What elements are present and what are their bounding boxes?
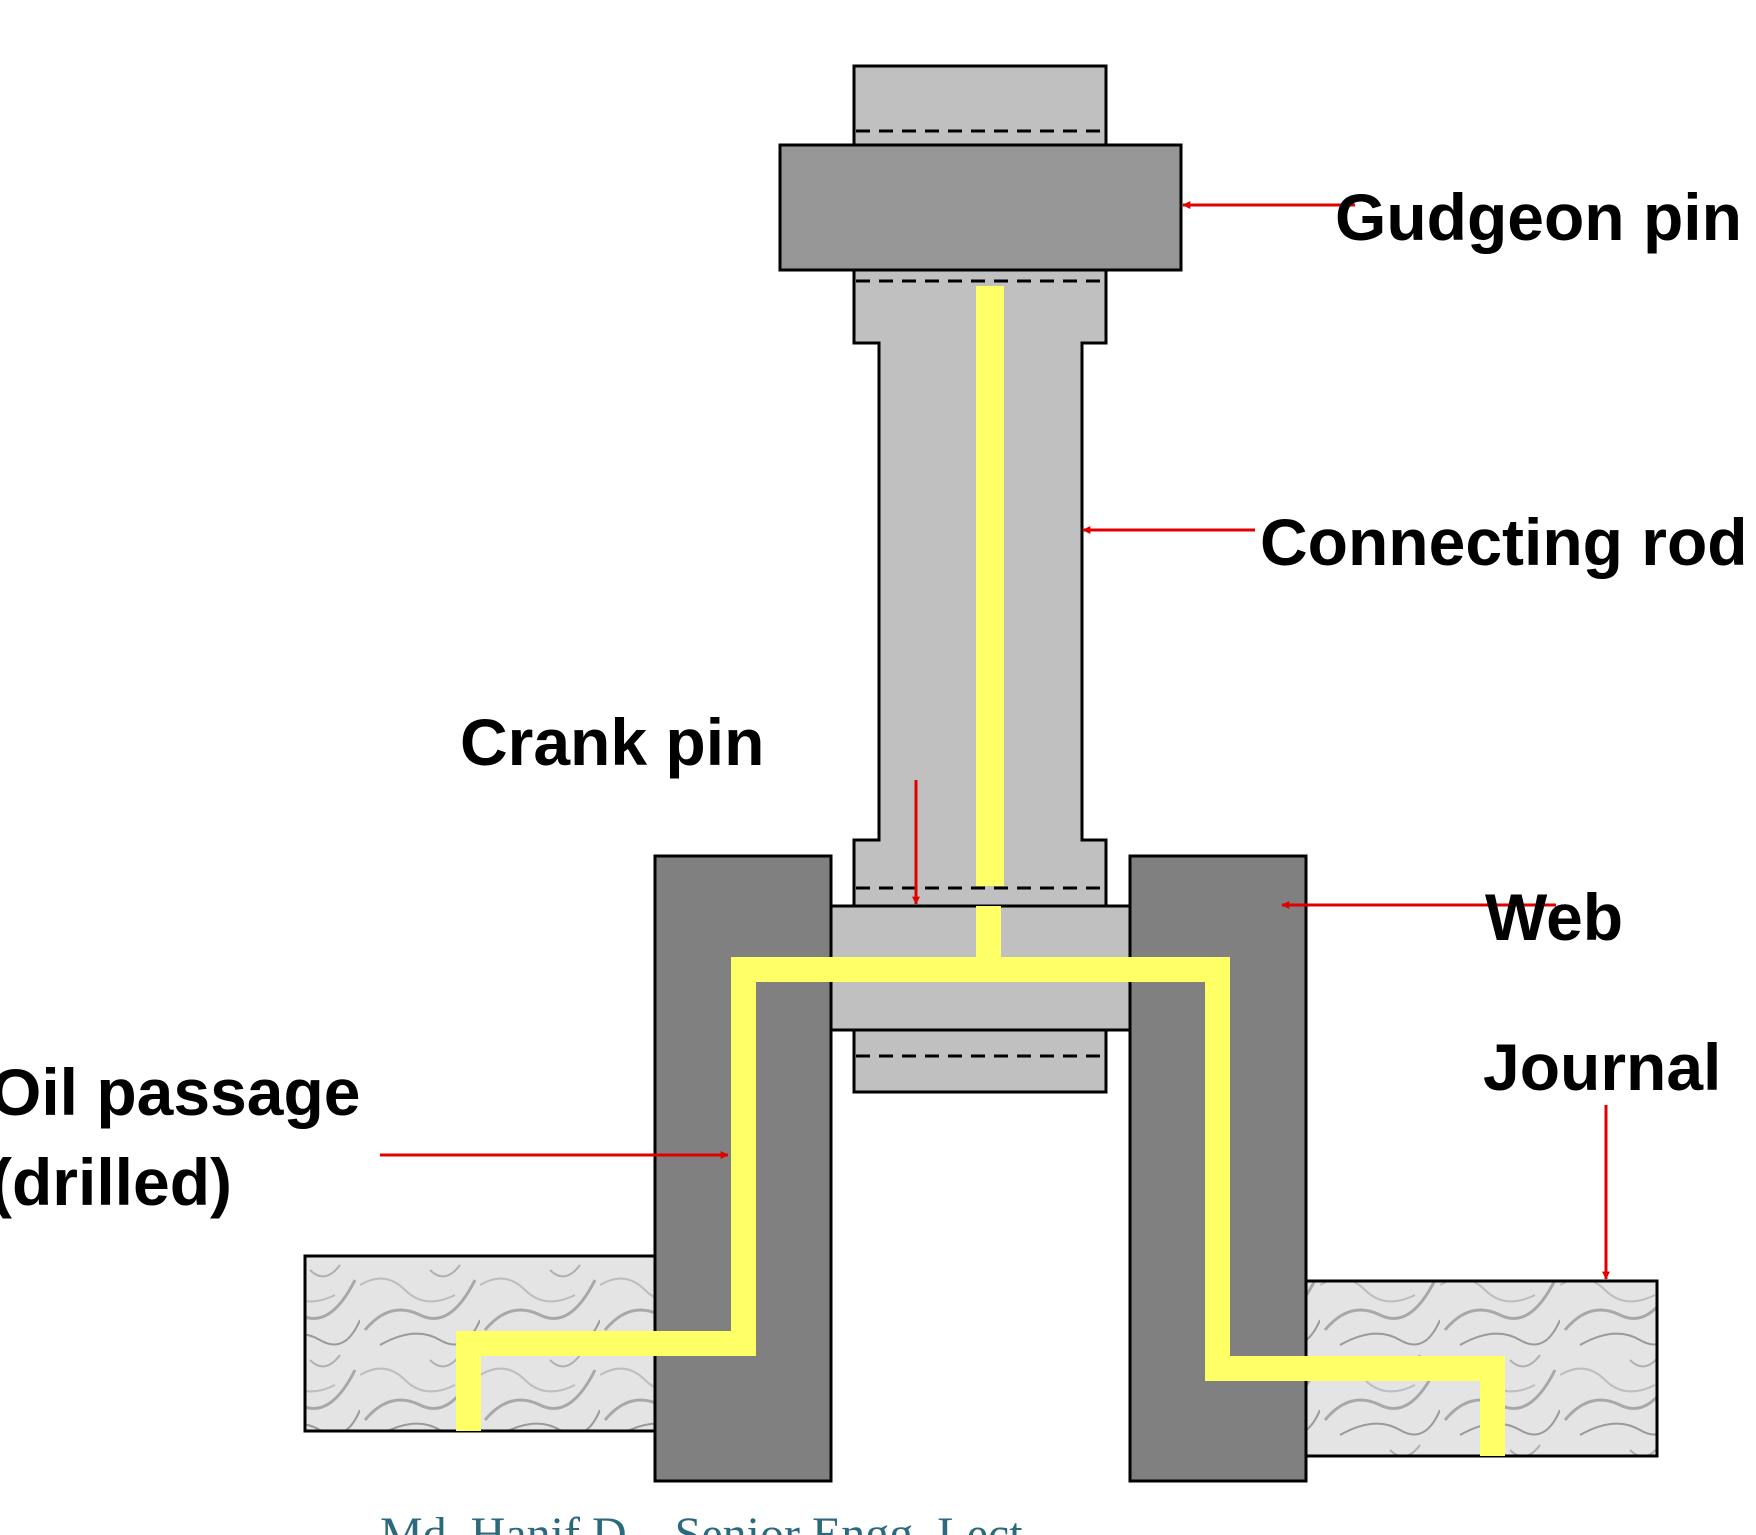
footer-credit: Md. Hanif D... Senior Engg. Lect... [380, 1508, 1059, 1535]
oil-passage-left-end [456, 1331, 481, 1431]
pointer-arrows [380, 201, 1610, 1280]
oil-passage-label-line1: Oil passage [0, 1055, 361, 1129]
oil-passage-right-vertical [1205, 957, 1230, 1381]
journal-label: Journal [1483, 1030, 1721, 1104]
oil-passage-left-vertical [731, 957, 756, 1355]
oil-passage [456, 286, 1505, 1456]
oil-passage-label-line2: (drilled) [0, 1145, 232, 1219]
gudgeon-pin [778, 143, 1183, 272]
oil-passage-rod [976, 286, 1004, 886]
oil-passage-left-bottom [456, 1331, 756, 1356]
oil-passage-horizontal [731, 957, 1230, 982]
oil-passage-right-bottom [1205, 1356, 1505, 1381]
crank-pin-label: Crank pin [460, 705, 764, 779]
oil-passage-right-end [1480, 1356, 1505, 1456]
oil-passage-crankpin-stub [976, 906, 1001, 958]
web-label: Web [1485, 880, 1623, 954]
connecting-rod-label: Connecting rod [1260, 505, 1748, 579]
gudgeon-pin-label: Gudgeon pin [1335, 180, 1742, 254]
